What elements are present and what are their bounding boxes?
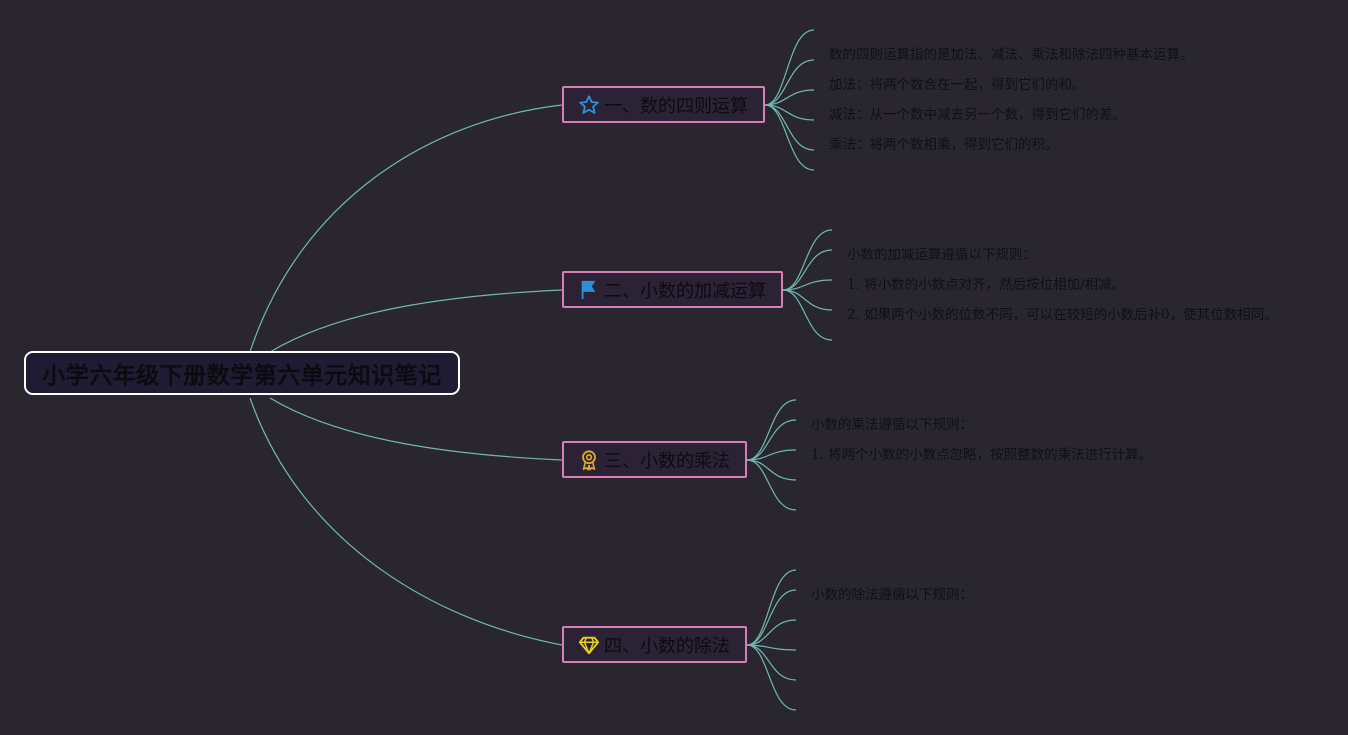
leaf-text[interactable]: 小数的除法遵循以下规则： [811, 587, 973, 603]
leaf-text[interactable]: 数的四则运算指的是加法、减法、乘法和除法四种基本运算。 [829, 47, 1194, 63]
branch-topic-decimal-multiply[interactable]: 三、小数的乘法 [562, 441, 747, 478]
leaf-connector-branch-1-3 [764, 89, 815, 106]
leaf-connector-branch-2-2 [782, 249, 833, 291]
leaf-text[interactable]: 加法：将两个数合在一起，得到它们的和。 [829, 77, 1086, 93]
diamond-icon [578, 634, 600, 656]
leaf-text[interactable]: 减法：从一个数中减去另一个数，得到它们的差。 [829, 107, 1126, 123]
leaf-text[interactable]: 2. 如果两个小数的位数不同，可以在较短的小数后补0，使其位数相同。 [847, 307, 1278, 323]
leaf-connector-branch-4-1 [746, 569, 797, 646]
leaf-connector-branch-2-5 [782, 289, 833, 341]
root-connector-branch-2 [269, 289, 563, 353]
leaf-connector-branch-3-5 [746, 459, 797, 511]
leaf-connector-branch-2-1 [782, 229, 833, 291]
leaf-text[interactable]: 小数的乘法遵循以下规则： [811, 417, 973, 433]
leaf-text[interactable]: 小数的加减运算遵循以下规则： [847, 247, 1036, 263]
leaf-connector-branch-4-5 [746, 644, 797, 681]
root-connector-branch-4 [249, 397, 563, 646]
root-connector-branch-1 [249, 104, 563, 353]
leaf-connector-branch-4-3 [746, 619, 797, 646]
branch-topic-decimal-add-subtract[interactable]: 二、小数的加减运算 [562, 271, 783, 308]
branch-topic-label: 四、小数的除法 [604, 635, 730, 657]
leaf-connector-branch-1-6 [764, 104, 815, 171]
leaf-connector-branch-4-2 [746, 589, 797, 646]
leaf-connector-branch-4-6 [746, 644, 797, 711]
branch-topic-label: 三、小数的乘法 [604, 450, 730, 472]
leaf-connector-branch-1-2 [764, 59, 815, 106]
root-topic[interactable]: 小学六年级下册数学第六单元知识笔记 [24, 351, 460, 395]
branch-topic-arithmetic[interactable]: 一、数的四则运算 [562, 86, 765, 123]
leaf-connector-branch-3-4 [746, 459, 797, 481]
leaf-connector-branch-2-3 [782, 279, 833, 291]
leaf-text[interactable]: 1. 将两个小数的小数点忽略，按照整数的乘法进行计算。 [811, 447, 1153, 463]
leaf-text[interactable]: 乘法：将两个数相乘，得到它们的积。 [829, 137, 1059, 153]
root-connector-branch-3 [269, 397, 563, 461]
star-icon [578, 94, 600, 116]
branch-topic-label: 一、数的四则运算 [604, 95, 748, 117]
leaf-connector-branch-3-1 [746, 399, 797, 461]
branch-topic-label: 二、小数的加减运算 [604, 280, 766, 302]
leaf-connector-branch-2-4 [782, 289, 833, 311]
flag-icon [578, 279, 600, 301]
leaf-connector-branch-3-3 [746, 449, 797, 461]
medal-icon [578, 449, 600, 471]
leaf-connector-branch-1-1 [764, 29, 815, 106]
branch-topic-decimal-divide[interactable]: 四、小数的除法 [562, 626, 747, 663]
leaf-text[interactable]: 1. 将小数的小数点对齐，然后按位相加/相减。 [847, 277, 1126, 293]
leaf-connector-branch-3-2 [746, 419, 797, 461]
root-topic-label: 小学六年级下册数学第六单元知识笔记 [42, 363, 442, 389]
